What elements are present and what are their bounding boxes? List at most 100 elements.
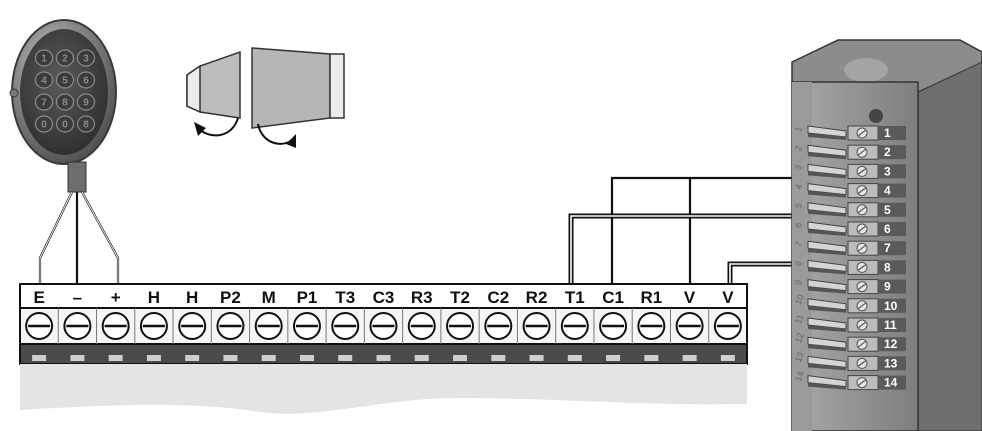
keypad-key-label: 0 — [41, 120, 47, 131]
receiver-edge-number: 8 — [793, 259, 804, 267]
terminal: V — [675, 288, 704, 361]
keypad-key: 3 — [76, 49, 96, 67]
keypad-key: 9 — [76, 93, 96, 111]
receiver-pin-label: 3 — [884, 164, 891, 178]
terminal-label: R1 — [640, 288, 662, 307]
receiver-edge-number: 5 — [793, 202, 804, 210]
terminal-screw — [369, 312, 398, 340]
terminal-screw — [254, 312, 283, 340]
keypad-key: 6 — [76, 71, 96, 89]
terminal-label: T2 — [450, 288, 470, 307]
terminal-label: R3 — [411, 288, 433, 307]
terminal-screw — [178, 312, 207, 340]
terminal-label: M — [262, 288, 276, 307]
terminal-label: + — [111, 288, 121, 307]
wire-c1-pin3 — [610, 176, 868, 284]
terminal-screw — [25, 312, 54, 340]
receiver-pin: 66 — [793, 221, 906, 237]
wire-keypad-e — [38, 191, 73, 284]
receiver-pin-label: 4 — [884, 184, 891, 198]
receiver-pin-label: 8 — [884, 260, 891, 274]
receiver-edge-number: 1 — [793, 125, 804, 133]
keypad-key: 0 — [55, 115, 75, 133]
receiver-edge-number: 14 — [793, 370, 806, 383]
receiver-pin-label: 1 — [884, 126, 891, 140]
receiver-pin: 33 — [793, 163, 906, 179]
keypad-key-label: 8 — [62, 98, 68, 109]
terminal: E — [25, 288, 54, 361]
terminal-label: H — [186, 288, 198, 307]
terminal: T2 — [446, 288, 475, 361]
terminal-label: P2 — [220, 288, 241, 307]
keypad-key-label: 3 — [83, 54, 89, 65]
keypad-cable — [67, 161, 87, 193]
keypad-key-label: 9 — [83, 98, 89, 109]
terminal: H — [178, 288, 207, 361]
receiver-edge-number: 2 — [793, 144, 804, 152]
terminal: H — [139, 288, 168, 361]
terminal-label: C1 — [602, 288, 624, 307]
receiver-pin: 22 — [793, 144, 906, 160]
receiver-pin-label: 10 — [884, 299, 898, 313]
terminal-screw — [331, 312, 360, 340]
terminal-label: R2 — [526, 288, 548, 307]
terminal-screw — [139, 312, 168, 340]
receiver-edge-number: 12 — [793, 331, 806, 344]
terminal: P1 — [292, 288, 321, 361]
terminal-label: – — [73, 288, 82, 307]
receiver-pin-label: 5 — [884, 203, 891, 217]
terminal: C2 — [484, 288, 513, 361]
terminal-label: C2 — [487, 288, 509, 307]
receiver-pin-label: 7 — [884, 241, 891, 255]
terminal-label: V — [722, 288, 734, 307]
keypad-key-label: 0 — [62, 120, 68, 131]
terminal-screw — [713, 312, 742, 340]
receiver-edge-number: 3 — [793, 163, 804, 171]
terminal: R2 — [522, 288, 551, 361]
terminal-screw — [101, 312, 130, 340]
rotation-icon — [186, 47, 345, 148]
keypad-key: 8 — [55, 93, 75, 111]
receiver-edge-number: 11 — [793, 313, 806, 325]
keypad-key-label: 4 — [41, 76, 47, 87]
keypad-key: 1 — [34, 49, 54, 67]
terminal-screw — [675, 312, 704, 340]
terminal: C3 — [369, 288, 398, 361]
keypad-key: 2 — [55, 49, 75, 67]
receiver-edge-number: 7 — [793, 240, 804, 248]
receiver-pin: 55 — [793, 202, 906, 218]
receiver-edge-number: 4 — [793, 183, 804, 191]
receiver-pin-label: 9 — [884, 280, 891, 294]
rotate-left-arrow — [197, 117, 239, 137]
receiver-pin-label: 13 — [884, 356, 898, 370]
receiver-pin: 14 14 — [793, 370, 906, 391]
keypad-key: 4 — [34, 71, 54, 89]
keypad-key-label: 7 — [41, 98, 47, 109]
keypad-key-label: 6 — [83, 76, 89, 87]
receiver-pin: 44 — [793, 183, 906, 199]
terminal-screw — [216, 312, 245, 340]
keypad-key: 5 — [55, 71, 75, 89]
receiver-pin-label: 14 — [884, 376, 898, 390]
terminal-screw — [560, 312, 589, 340]
terminal: R1 — [637, 288, 666, 361]
receiver-pin: 77 — [793, 240, 906, 256]
terminal-screw — [484, 312, 513, 340]
terminal-label: T1 — [565, 288, 585, 307]
terminal-screw — [637, 312, 666, 340]
terminal-label: E — [33, 288, 44, 307]
terminal-label: P1 — [297, 288, 318, 307]
keypad-key-label: 1 — [41, 54, 47, 65]
terminal: M — [254, 288, 283, 361]
receiver-edge-number: 9 — [793, 279, 804, 287]
receiver-pin: 11 — [793, 125, 906, 141]
terminal-screw — [292, 312, 321, 340]
